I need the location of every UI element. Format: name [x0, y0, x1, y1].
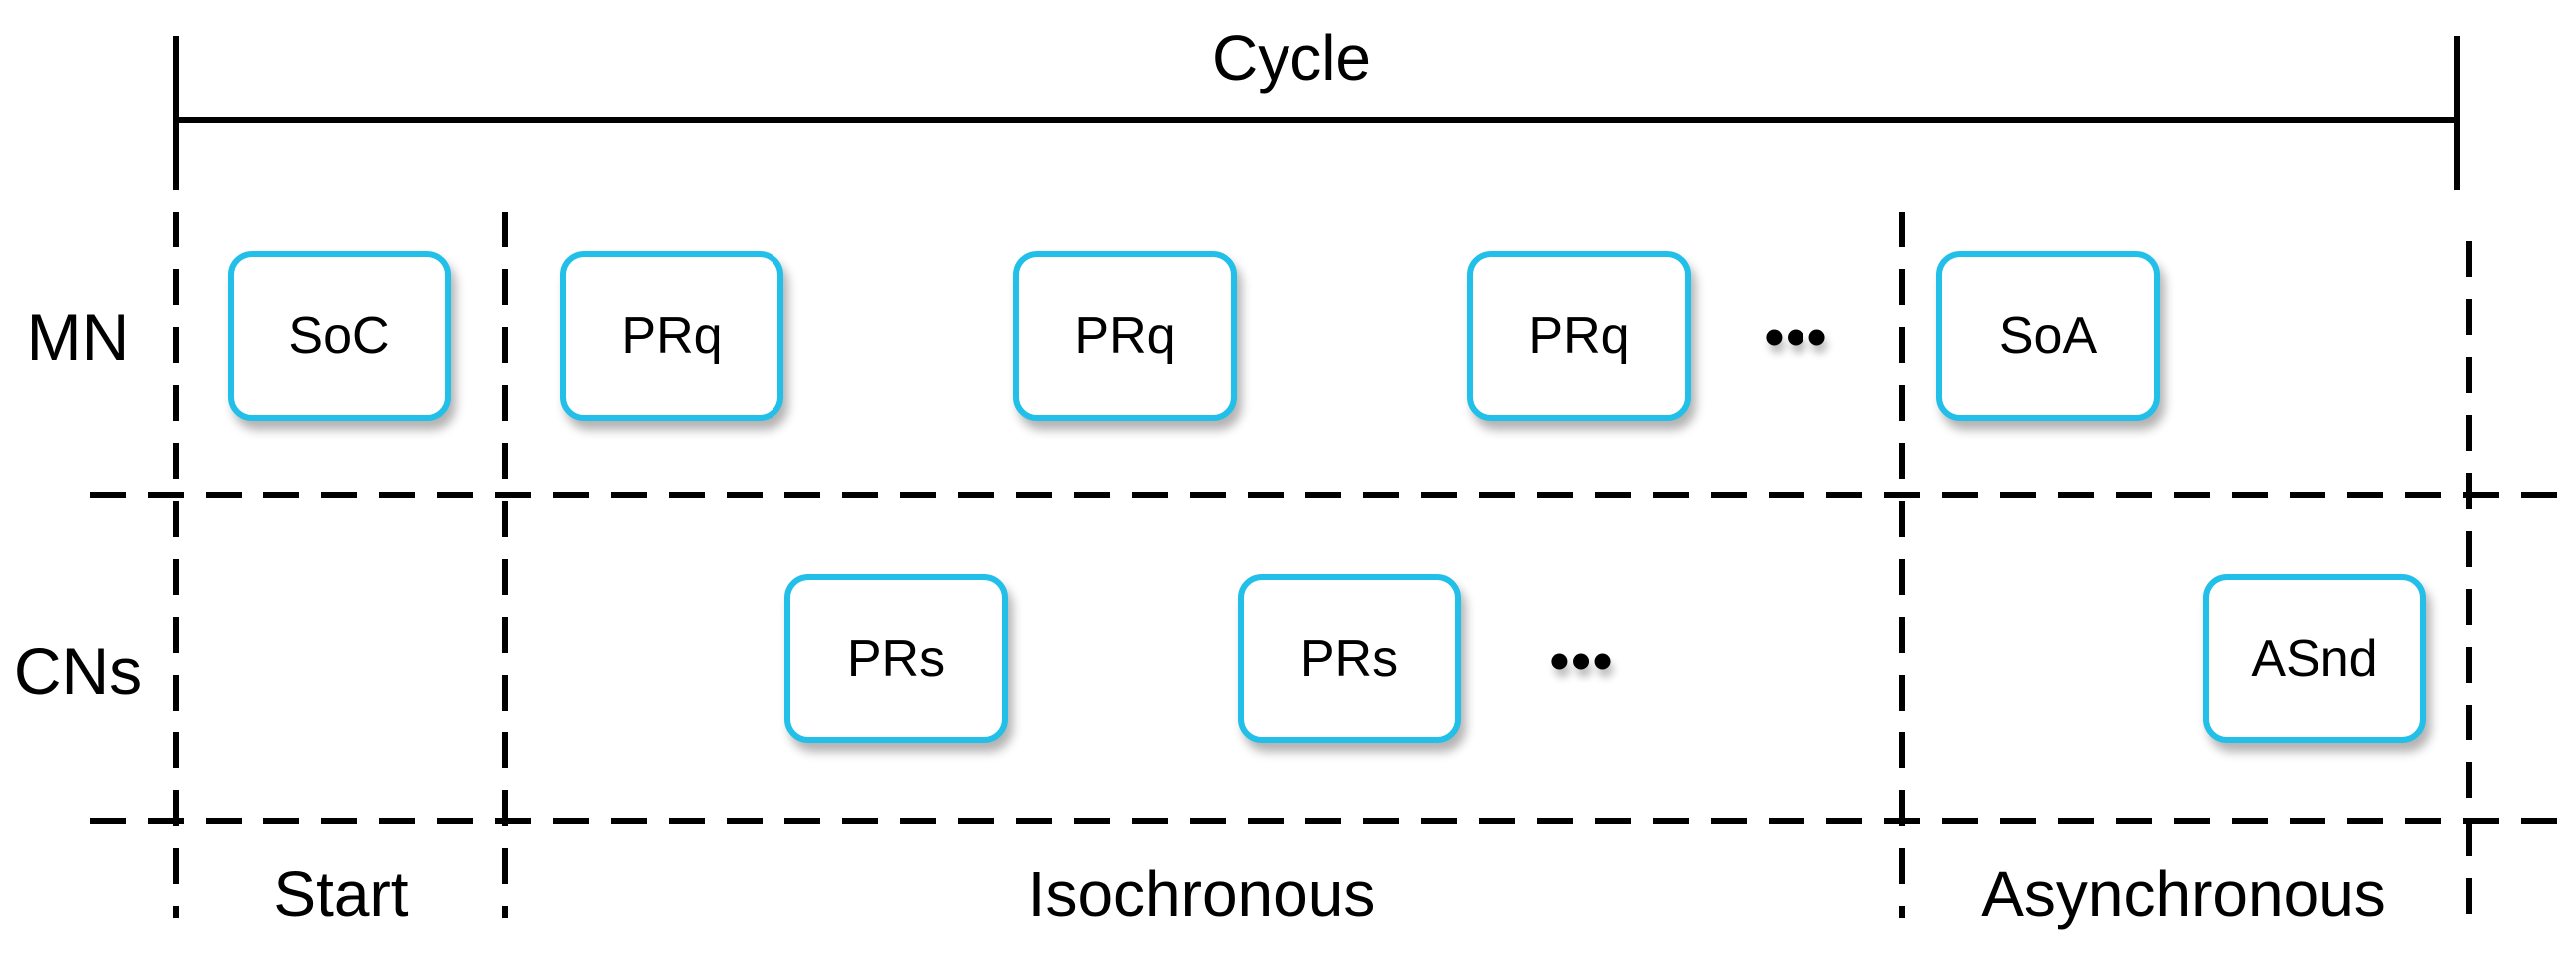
mn-frame-prq: PRq	[560, 251, 783, 421]
frame-label: PRq	[1074, 307, 1176, 365]
frame-label: PRs	[1299, 630, 1399, 688]
cn-ellipsis: •••	[1549, 629, 1615, 692]
phase-label-start: Start	[273, 858, 409, 930]
mn-frame-prq: PRq	[1467, 251, 1691, 421]
cn-frame-prs: PRs	[784, 574, 1008, 743]
row-label-mn: MN	[26, 300, 130, 374]
phase-label-asynchronous: Asynchronous	[1981, 858, 2386, 930]
cn-frame-prs: PRs	[1238, 574, 1461, 743]
phase-label-isochronous: Isochronous	[1027, 858, 1376, 930]
mn-frame-soc: SoC	[228, 251, 451, 421]
frame-label: SoC	[288, 307, 390, 365]
mn-ellipsis: •••	[1764, 305, 1829, 368]
mn-frame-soa: SoA	[1936, 251, 2160, 421]
mn-frame-prq: PRq	[1013, 251, 1237, 421]
frame-label: SoA	[1998, 307, 2098, 365]
frame-label: PRq	[621, 307, 723, 365]
frame-label: PRs	[846, 630, 946, 688]
row-label-cns: CNs	[13, 634, 143, 708]
cn-frame-asnd: ASnd	[2203, 574, 2426, 743]
cycle-label: Cycle	[1211, 22, 1372, 94]
frame-label: ASnd	[2251, 630, 2378, 688]
frame-label: PRq	[1528, 307, 1630, 365]
